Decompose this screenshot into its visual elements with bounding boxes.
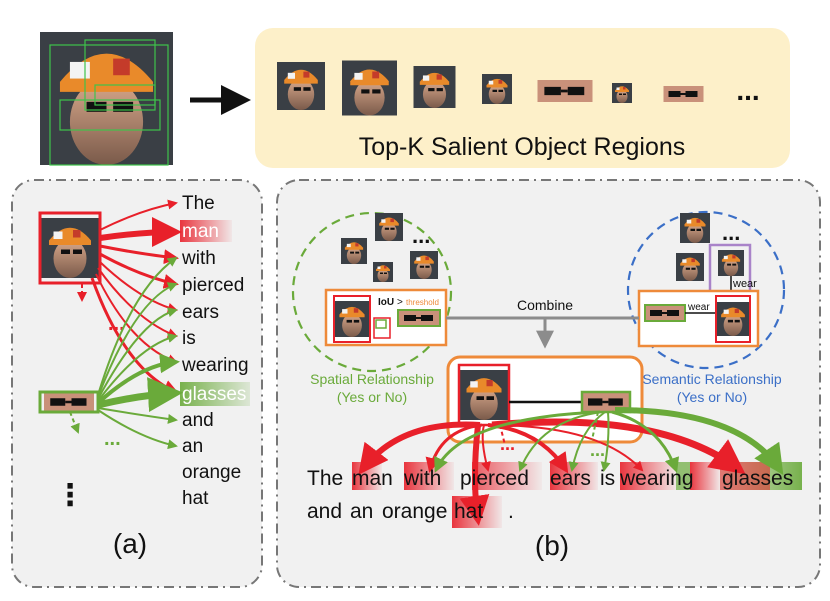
sentence-word: man xyxy=(352,467,393,490)
spatial-relationship-group: ... IoU > threshold Spatial Relationship… xyxy=(291,211,453,405)
sentence-word: . xyxy=(508,500,514,523)
spatial-thumb xyxy=(375,213,403,241)
sentence-word: is xyxy=(600,467,615,490)
iou-label: IoU xyxy=(378,297,394,308)
person-region-a xyxy=(40,218,100,278)
word-a: man xyxy=(182,221,219,242)
salient-regions-box: ... Top-K Salient Object Regions xyxy=(255,28,790,168)
panel-a: ... ... The man with pierced ears is wea… xyxy=(11,179,263,588)
semantic-thumb xyxy=(676,253,704,281)
spatial-thumb xyxy=(410,251,438,279)
spatial-person xyxy=(334,301,370,337)
region-box xyxy=(49,44,169,166)
wear-label-top: wear xyxy=(732,278,757,290)
semantic-relationship-group: ... wear wear Semantic Relationship (Yes… xyxy=(626,210,786,405)
spatial-thumb xyxy=(341,238,367,264)
word-a: with xyxy=(181,248,216,269)
iou-threshold: threshold xyxy=(406,298,439,307)
sentence-word: wearing xyxy=(619,467,694,490)
regions-ellipsis: ... xyxy=(736,75,759,106)
region-thumb xyxy=(612,83,632,103)
word-a: and xyxy=(182,410,214,431)
highlight-glasses-a xyxy=(180,382,250,406)
panel-b: ... IoU > threshold Spatial Relationship… xyxy=(276,179,821,588)
sentence-word: an xyxy=(350,500,373,523)
word-a: glasses xyxy=(182,384,246,405)
spatial-thumb xyxy=(373,262,393,282)
combine-connector: Combine xyxy=(446,297,639,349)
glasses-region-a xyxy=(44,392,94,412)
iou-operator: > xyxy=(397,297,403,308)
sentence-b: The man with pierced ears is wearing gla… xyxy=(307,467,793,523)
wear-label-mid: wear xyxy=(687,302,710,313)
spatial-glasses xyxy=(399,310,439,326)
word-a: an xyxy=(182,436,203,457)
region-thumb xyxy=(277,62,325,110)
word-a: is xyxy=(182,328,196,349)
vertical-dots-a: ⋮ xyxy=(55,479,85,512)
combine-label: Combine xyxy=(517,297,573,313)
region-box xyxy=(84,39,156,111)
word-a: hat xyxy=(182,488,209,509)
spatial-title: Spatial Relationship xyxy=(310,371,434,387)
semantic-ellipsis: ... xyxy=(722,220,740,245)
region-box xyxy=(94,84,156,106)
highlight-man-a xyxy=(180,220,232,242)
region-box xyxy=(59,99,161,131)
semantic-thumb xyxy=(680,213,710,243)
sentence-word: orange xyxy=(382,500,447,523)
spatial-subtitle: (Yes or No) xyxy=(337,389,407,405)
word-a: pierced xyxy=(182,275,244,296)
semantic-person xyxy=(716,302,750,336)
sentence-word: The xyxy=(307,467,343,490)
input-photo xyxy=(40,32,173,165)
input-image-group xyxy=(40,32,173,166)
region-thumb xyxy=(482,74,512,104)
green-dots-b: ... xyxy=(590,440,605,460)
green-attention-arrows-b xyxy=(434,407,784,475)
region-thumb xyxy=(663,86,704,102)
word-a: The xyxy=(182,193,215,214)
semantic-glasses xyxy=(645,305,685,321)
red-attention-arrows-b xyxy=(358,418,746,526)
panel-b-label: (b) xyxy=(535,530,569,561)
sentence-word: with xyxy=(403,467,441,490)
word-a: orange xyxy=(182,462,241,483)
semantic-top-person xyxy=(718,250,744,276)
red-dots-b: ... xyxy=(500,434,515,454)
sentence-word: pierced xyxy=(460,467,529,490)
red-dots-a: ... xyxy=(108,313,125,335)
sentence-word: glasses xyxy=(722,467,793,490)
sentence-word: and xyxy=(307,500,342,523)
panel-a-label: (a) xyxy=(113,528,147,559)
word-a: wearing xyxy=(181,355,249,376)
semantic-title: Semantic Relationship xyxy=(642,371,782,387)
green-dots-a: ... xyxy=(104,428,121,450)
spatial-ellipsis: ... xyxy=(412,223,430,248)
sentence-word: hat xyxy=(454,500,483,523)
green-attention-arrows-a xyxy=(69,256,183,450)
region-thumb xyxy=(537,80,593,102)
semantic-subtitle: (Yes or No) xyxy=(677,389,747,405)
word-a: ears xyxy=(182,302,219,323)
region-thumb xyxy=(342,60,397,116)
combined-person xyxy=(459,370,509,420)
region-thumb xyxy=(413,66,456,108)
word-column-a: The man with pierced ears is wearing gla… xyxy=(181,193,249,509)
regions-title: Top-K Salient Object Regions xyxy=(359,133,686,161)
person-box-a xyxy=(38,211,102,285)
sentence-word: ears xyxy=(550,467,591,490)
